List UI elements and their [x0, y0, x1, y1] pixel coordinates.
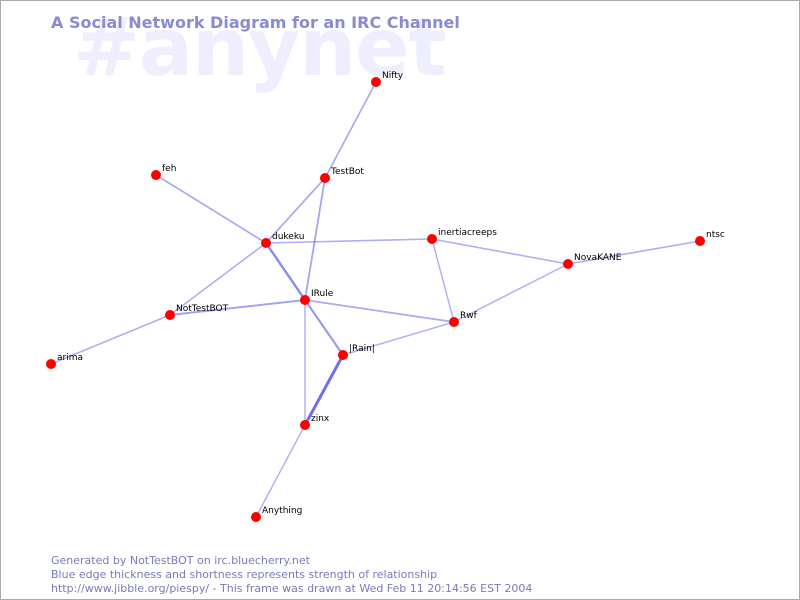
- edge-testbot-irule: [304, 177, 326, 301]
- edge-nifty-testbot: [324, 81, 377, 179]
- node-label: TestBot: [330, 167, 364, 177]
- node-dukeku: dukeku: [261, 232, 304, 248]
- node-label: inertiacreeps: [438, 228, 497, 238]
- footer-timestamp: http://www.jibble.org/piespy/ - This fra…: [51, 582, 533, 595]
- node-label: NovaKANE: [574, 253, 622, 263]
- footer-generated-by: Generated by NotTestBOT on irc.bluecherr…: [51, 554, 310, 567]
- node-nifty: Nifty: [371, 71, 404, 87]
- node-irule: IRule: [300, 289, 334, 305]
- edge-zinx-anything: [255, 424, 306, 518]
- edge-inertiacreeps-novakane: [431, 238, 569, 265]
- node-dot: [563, 259, 573, 269]
- node-label: feh: [162, 164, 176, 174]
- edge-irule-rwf: [304, 299, 455, 323]
- node-label: Rwf: [460, 311, 478, 321]
- edge-novakane-rwf: [453, 263, 569, 323]
- edge-irain-rwf: [342, 321, 455, 356]
- footer: Generated by NotTestBOT on irc.bluecherr…: [51, 554, 532, 596]
- node-label: zinx: [311, 414, 330, 424]
- node-dot: [165, 310, 175, 320]
- node-label: |Rain|: [349, 344, 375, 354]
- node-dot: [371, 77, 381, 87]
- edge-irule-nottestbot: [169, 299, 306, 316]
- node-dot: [46, 359, 56, 369]
- node-dot: [320, 173, 330, 183]
- node-label: dukeku: [272, 232, 304, 242]
- node-dot: [695, 236, 705, 246]
- edge-dukeku-inertiacreeps: [265, 238, 433, 244]
- footer-legend-note: Blue edge thickness and shortness repres…: [51, 568, 438, 581]
- edge-irule-irain: [303, 298, 345, 357]
- diagram-title: A Social Network Diagram for an IRC Chan…: [51, 13, 460, 32]
- edge-dukeku-nottestbot: [169, 242, 267, 316]
- node-ntsc: ntsc: [695, 230, 725, 246]
- node-nottestbot: NotTestBOT: [165, 304, 229, 320]
- node-label: ntsc: [706, 230, 725, 240]
- node-label: IRule: [311, 289, 334, 299]
- node-anything: Anything: [251, 506, 302, 522]
- node-dot: [261, 238, 271, 248]
- node-feh: feh: [151, 164, 176, 180]
- node-label: NotTestBOT: [176, 304, 229, 314]
- edge-feh-dukeku: [155, 174, 267, 244]
- node-inertiacreeps: inertiacreeps: [427, 228, 497, 244]
- node-label: Anything: [262, 506, 302, 516]
- node-dot: [338, 350, 348, 360]
- node-rwf: Rwf: [449, 311, 478, 327]
- node-irain: |Rain|: [338, 344, 375, 360]
- node-novakane: NovaKANE: [563, 253, 622, 269]
- node-testbot: TestBot: [320, 167, 364, 183]
- edge-irain-zinx: [303, 353, 345, 427]
- node-label: arima: [57, 353, 83, 363]
- node-zinx: zinx: [300, 414, 330, 430]
- node-dot: [427, 234, 437, 244]
- channel-watermark: #anynet: [73, 1, 447, 94]
- node-dot: [300, 420, 310, 430]
- edge-inertiacreeps-rwf: [431, 238, 455, 323]
- node-arima: arima: [46, 353, 83, 369]
- edge-testbot-dukeku: [265, 177, 326, 244]
- node-dot: [300, 295, 310, 305]
- node-dot: [449, 317, 459, 327]
- node-label: Nifty: [382, 71, 404, 81]
- edge-ntsc-novakane: [567, 240, 701, 265]
- edge-dukeku-irule: [264, 241, 307, 302]
- edge-nottestbot-arima: [50, 314, 171, 365]
- node-dot: [251, 512, 261, 522]
- edges-layer: [50, 81, 701, 518]
- node-dot: [151, 170, 161, 180]
